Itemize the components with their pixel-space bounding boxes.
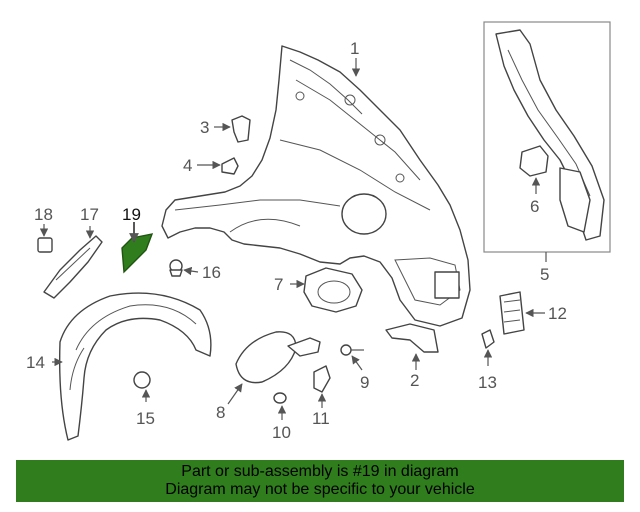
fuel-housing-7[interactable] xyxy=(303,267,363,313)
callout-4: 4 xyxy=(183,156,192,175)
quarter-panel[interactable] xyxy=(161,45,471,327)
clip-16[interactable] xyxy=(169,259,183,277)
callout-18: 18 xyxy=(34,205,53,224)
callout-19: 19 xyxy=(122,205,141,224)
callout-6: 6 xyxy=(530,197,539,216)
parts-diagram: 1 2 3 4 5 6 7 8 9 10 11 12 13 14 15 16 1… xyxy=(26,21,611,442)
banner-line-2: Diagram may not be specific to your vehi… xyxy=(165,481,475,498)
plug-4[interactable] xyxy=(221,157,239,175)
inner-panel-group[interactable] xyxy=(483,21,611,253)
clip-13[interactable] xyxy=(481,329,495,349)
clip-3[interactable] xyxy=(231,115,251,143)
callout-13: 13 xyxy=(478,373,497,392)
callout-16: 16 xyxy=(202,263,221,282)
callout-8: 8 xyxy=(216,403,225,422)
callout-labels: 1 2 3 4 5 6 7 8 9 10 11 12 13 14 15 16 1… xyxy=(26,39,567,442)
fuel-door-8[interactable] xyxy=(235,331,321,384)
callout-1: 1 xyxy=(350,39,359,58)
bracket-17[interactable] xyxy=(43,235,103,299)
callout-15: 15 xyxy=(136,409,155,428)
bracket-2[interactable] xyxy=(385,323,439,353)
info-banner: Part or sub-assembly is #19 in diagram D… xyxy=(16,460,624,502)
callout-17: 17 xyxy=(80,205,99,224)
callout-5: 5 xyxy=(540,265,549,284)
callout-12: 12 xyxy=(548,304,567,323)
part-19-highlighted[interactable] xyxy=(121,233,154,274)
bracket-12[interactable] xyxy=(499,291,525,335)
bracket-6[interactable] xyxy=(519,145,549,177)
nut-15[interactable] xyxy=(133,371,151,389)
bolt-9[interactable] xyxy=(340,344,364,356)
callout-10: 10 xyxy=(272,423,291,442)
clip-10[interactable] xyxy=(273,392,287,404)
nut-18[interactable] xyxy=(37,237,53,253)
callout-7: 7 xyxy=(274,275,283,294)
callout-2: 2 xyxy=(410,371,419,390)
wheel-liner[interactable] xyxy=(58,292,212,441)
callout-9: 9 xyxy=(360,373,369,392)
leader-lines xyxy=(39,58,547,420)
callout-14: 14 xyxy=(26,353,45,372)
seal-11[interactable] xyxy=(313,365,331,393)
callout-11: 11 xyxy=(312,409,330,428)
banner-line-1: Part or sub-assembly is #19 in diagram xyxy=(181,463,459,480)
callout-3: 3 xyxy=(200,118,209,137)
